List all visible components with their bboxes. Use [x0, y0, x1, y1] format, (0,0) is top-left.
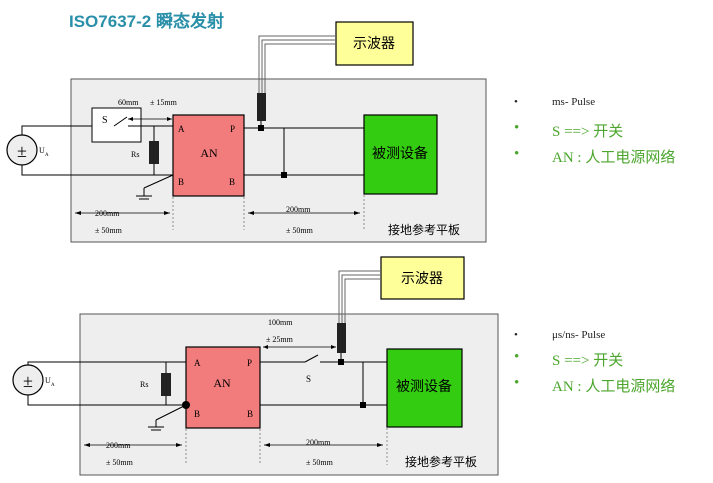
an-pin-p: P	[230, 124, 235, 134]
dim-right-50: ± 50mm	[286, 226, 314, 235]
bullet-icon: •	[514, 96, 518, 108]
dim-60mm: 60mm	[118, 98, 139, 107]
an-label: AN	[213, 376, 231, 390]
top-diagram: 示波器 AN A P B B 被测设备 ± U A S	[6, 21, 487, 243]
an-pin-a: A	[194, 358, 201, 368]
probe	[337, 323, 346, 353]
legend-text: ms- Pulse	[552, 96, 596, 108]
ground-plane-label: 接地参考平板	[388, 222, 460, 237]
an-pin-a: A	[178, 124, 185, 134]
bullet-icon: •	[514, 120, 520, 136]
dut-label: 被测设备	[396, 378, 452, 395]
rs-label: Rs	[140, 380, 148, 389]
an-box	[185, 346, 261, 429]
legend-text: μs/ns- Pulse	[552, 329, 606, 341]
dim-left-50: ± 50mm	[106, 458, 134, 467]
source-label-a: A	[45, 153, 49, 158]
legend-text: AN : 人工电源网络	[552, 150, 676, 166]
an-pin-b-right: B	[247, 409, 253, 419]
source-symbol: ±	[17, 141, 27, 161]
dim-right-200: 200mm	[286, 205, 311, 214]
dim-right-50: ± 50mm	[306, 458, 334, 467]
dim-15mm: ± 15mm	[150, 98, 178, 107]
ground-plane-label: 接地参考平板	[405, 454, 477, 469]
dim-left-50: ± 50mm	[95, 226, 123, 235]
legend-bottom: • μs/ns- Pulse • S ==> 开关 • AN : 人工电源网络	[514, 325, 704, 405]
probe	[257, 93, 266, 121]
an-pin-b-left: B	[178, 177, 184, 187]
switch-label: S	[306, 374, 311, 384]
an-box	[172, 114, 245, 197]
page-title: ISO7637-2 瞬态发射	[69, 12, 224, 31]
bullet-icon: •	[514, 349, 520, 365]
source-label-u: U	[39, 146, 45, 155]
dim-left-200: 200mm	[95, 209, 120, 218]
oscilloscope-box	[335, 21, 414, 66]
source-label-u: U	[45, 376, 51, 385]
an-pin-b-left: B	[194, 409, 200, 419]
bullet-icon: •	[514, 329, 518, 341]
legend-text: AN : 人工电源网络	[552, 379, 676, 395]
bullet-icon: •	[514, 375, 520, 391]
dim-left-200: 200mm	[106, 441, 131, 450]
rs-label: Rs	[131, 150, 139, 159]
dim-100mm: 100mm	[268, 318, 293, 327]
legend-text: S ==> 开关	[552, 353, 624, 369]
rs-resistor	[161, 373, 171, 396]
source-label-a: A	[51, 383, 55, 388]
an-pin-p: P	[247, 358, 252, 368]
an-label: AN	[200, 146, 218, 160]
dut-label: 被测设备	[372, 145, 428, 162]
legend-top: • ms- Pulse • S ==> 开关 • AN : 人工电源网络	[514, 92, 704, 172]
oscilloscope-label: 示波器	[401, 271, 443, 287]
dim-25mm: ± 25mm	[266, 335, 294, 344]
switch-box	[91, 107, 142, 143]
rs-resistor	[149, 141, 159, 164]
bottom-diagram: 示波器 AN A P B B 被测设备 ± U A S 100mm ± 25mm	[12, 256, 499, 476]
dut-box	[363, 114, 438, 195]
oscilloscope-label: 示波器	[353, 36, 395, 52]
legend-text: S ==> 开关	[552, 124, 624, 140]
dim-right-200: 200mm	[306, 438, 331, 447]
an-pin-b-right: B	[229, 177, 235, 187]
oscilloscope-box	[380, 256, 465, 300]
switch-label: S	[102, 115, 108, 126]
bullet-icon: •	[514, 146, 520, 162]
source-symbol: ±	[23, 371, 33, 391]
dut-box	[386, 348, 463, 428]
